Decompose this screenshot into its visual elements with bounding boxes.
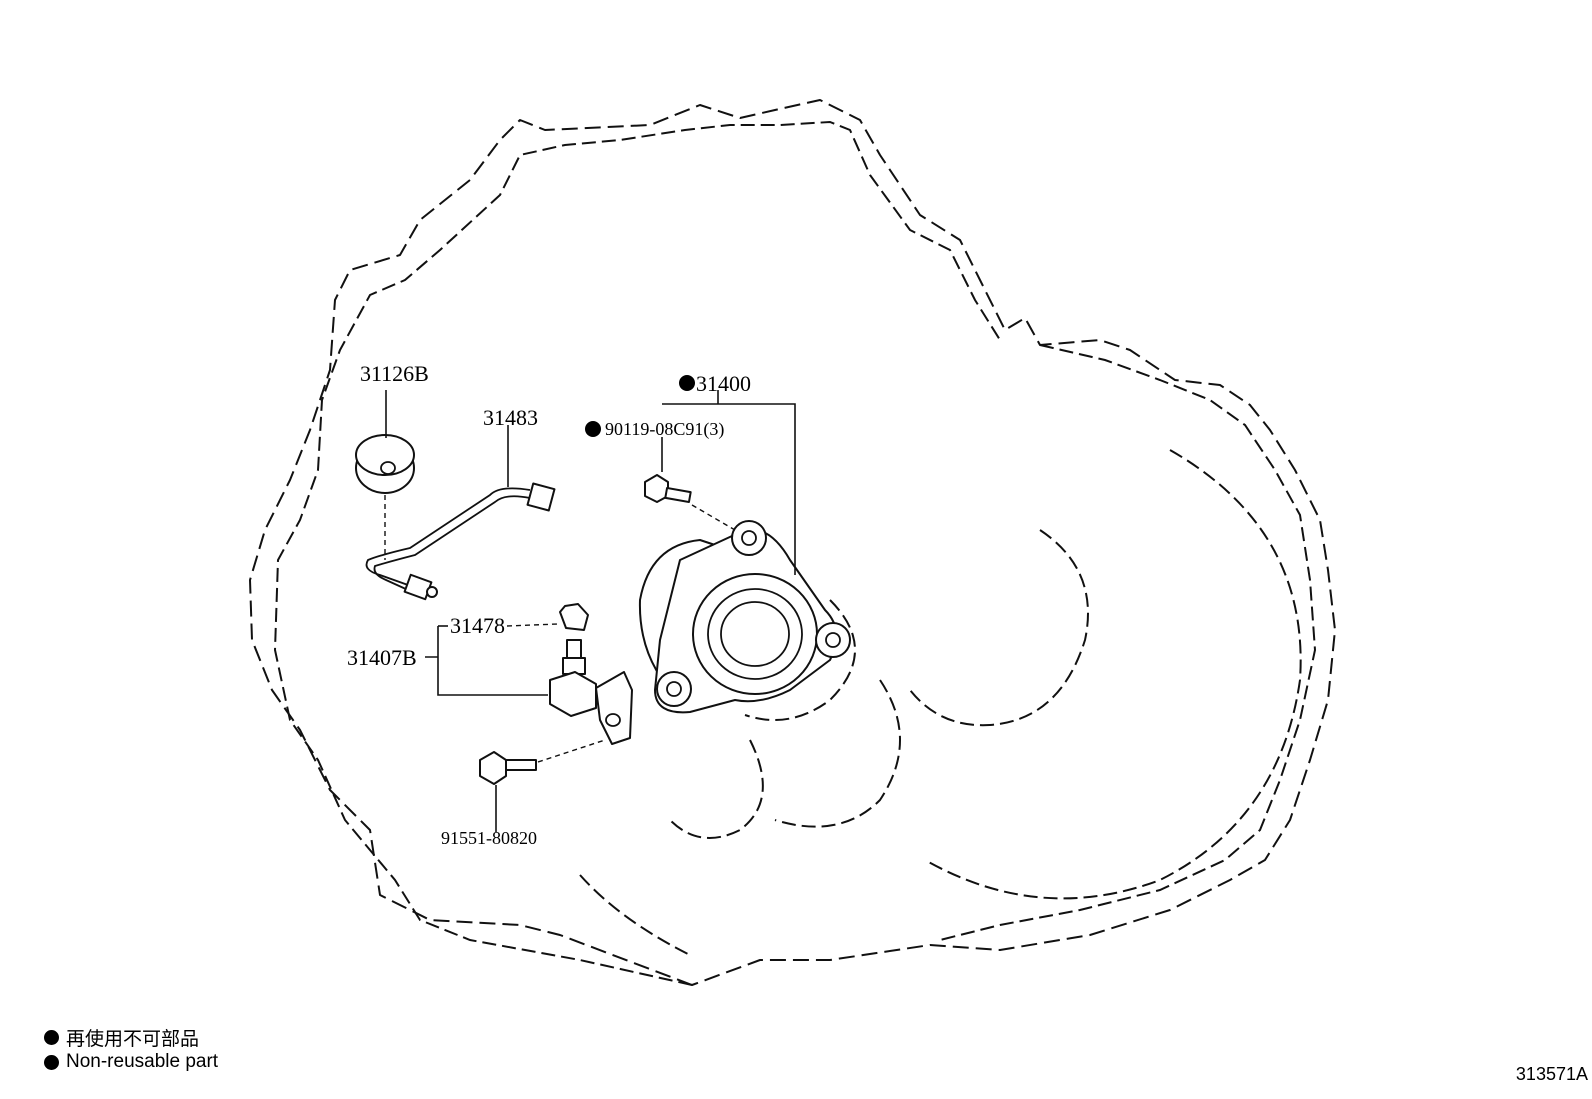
label-91551: 91551-80820 (441, 828, 537, 848)
non-reusable-mark-31400 (679, 375, 695, 391)
part-91551-bolt (479, 751, 537, 785)
bore-arc-1 (924, 449, 1302, 900)
dashed-leader-31478 (506, 623, 559, 627)
label-90119: 90119-08C91(3) (605, 419, 724, 440)
part-31483-tube (365, 482, 556, 601)
dashed-leader-bolt (537, 739, 606, 763)
legend-bullet-icon (44, 1054, 59, 1070)
figure-id: 313571A (1515, 1064, 1588, 1084)
label-31478: 31478 (450, 613, 505, 638)
bore-arc-5 (669, 739, 764, 839)
bore-arc-6 (579, 874, 691, 956)
housing-inner-line-right (939, 344, 1317, 941)
part-31407B-fitting (549, 639, 633, 745)
legend-text-japanese: 再使用不可部品 (66, 1029, 200, 1050)
legend-row-japanese: 再使用不可部品 (44, 1024, 199, 1051)
label-31400: 31400 (696, 371, 751, 396)
label-31483: 31483 (483, 405, 538, 430)
legend-bullet-icon (44, 1030, 59, 1045)
housing-outline (249, 99, 1336, 986)
non-reusable-mark-90119 (585, 421, 601, 437)
leader-31400 (662, 390, 796, 575)
label-31407B: 31407B (347, 645, 417, 670)
part-31478-cap (559, 603, 589, 631)
leader-31407B (425, 626, 548, 696)
dashed-leader-90119 (691, 504, 736, 531)
legend-row-english: Non-reusable part (44, 1051, 218, 1073)
bore-arc-2 (909, 529, 1089, 727)
bore-arc-4 (774, 679, 901, 828)
label-31126B: 31126B (360, 361, 429, 386)
part-31400-release-cylinder (638, 520, 851, 714)
part-31126B-plug (355, 434, 415, 494)
legend-text-english: Non-reusable part (66, 1051, 219, 1072)
housing-inner-line (273, 120, 1001, 986)
part-90119-bolt (644, 474, 692, 504)
